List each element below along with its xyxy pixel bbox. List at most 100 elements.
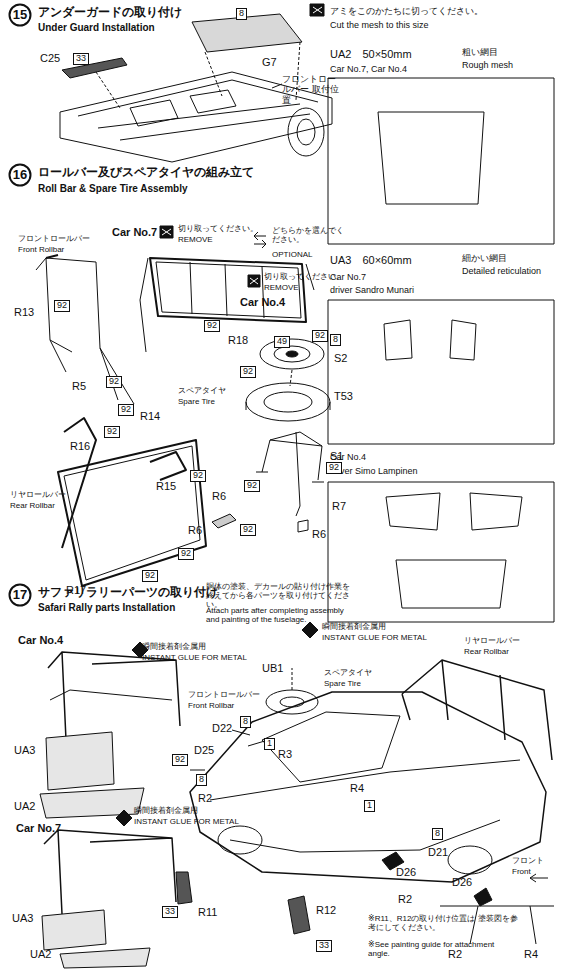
- part-number: UA3 60×60mm: [330, 254, 412, 267]
- heading: Car No.7: [112, 226, 157, 239]
- part-number: D22: [212, 722, 232, 735]
- paint-code: 92: [326, 462, 342, 474]
- note: どちらかを選んでください。: [272, 226, 344, 244]
- part-number: R6: [188, 524, 202, 537]
- note: フロントロールバー: [18, 234, 90, 243]
- part-number: C25: [40, 52, 60, 65]
- heading: Car No.4: [18, 634, 63, 647]
- note: 瞬間接着剤金属用: [322, 622, 386, 631]
- step-number: 17: [8, 583, 32, 607]
- part-number: D26: [396, 866, 416, 879]
- note: Spare Tire: [324, 679, 361, 688]
- paint-code: 92: [312, 330, 328, 342]
- paint-code: 92: [178, 548, 194, 560]
- part-number: R12: [316, 904, 336, 917]
- part-number: R6: [212, 490, 226, 503]
- mesh-templates: [310, 4, 554, 622]
- note: スペアタイヤ: [178, 386, 226, 395]
- part-number: R6: [312, 528, 326, 541]
- part-number: R15: [156, 480, 176, 493]
- paint-code: 1: [264, 738, 275, 750]
- part-number: R2: [398, 893, 412, 906]
- part-number: UA3: [12, 912, 33, 925]
- paint-code: 92: [172, 754, 188, 766]
- note: Cut the mesh to this size: [330, 20, 429, 30]
- paint-code: 92: [142, 570, 158, 582]
- part-number: R14: [140, 410, 160, 423]
- note: Car No.7, Car No.4: [330, 64, 407, 74]
- note: Rear Rollbar: [10, 501, 55, 510]
- heading: サファリラリーパーツの取り付け: [38, 586, 218, 600]
- paint-code: 92: [244, 480, 260, 492]
- part-number: R13: [14, 306, 34, 319]
- paint-code: 92: [190, 470, 206, 482]
- paint-code: 92: [106, 376, 122, 388]
- paint-code: 92: [240, 524, 256, 536]
- part-number: T53: [334, 390, 353, 403]
- part-number: S2: [334, 352, 347, 365]
- part-number: S1: [330, 450, 343, 463]
- heading: Car No.7: [16, 822, 61, 835]
- note: 切り取ってください。: [264, 272, 344, 281]
- part-number: UA2: [30, 948, 51, 961]
- paint-code: 8: [240, 716, 251, 728]
- heading: Under Guard Installation: [38, 22, 155, 34]
- heading: Roll Bar & Spare Tire Assembly: [38, 183, 188, 195]
- paint-code: 33: [73, 53, 89, 65]
- part-number: R16: [70, 440, 90, 453]
- note: Spare Tire: [178, 397, 215, 406]
- part-number: R3: [278, 748, 292, 761]
- heading: Car No.4: [240, 296, 285, 309]
- part-number: R5: [72, 380, 86, 393]
- note: Rear Rollbar: [464, 647, 509, 656]
- note: 切り取ってください。: [178, 224, 258, 233]
- note: 細かい網目: [462, 253, 507, 263]
- part-number: D25: [194, 744, 214, 757]
- paint-code: 92: [54, 300, 70, 312]
- part-number: D26: [452, 876, 472, 889]
- car-drawing: [40, 622, 554, 968]
- note: OPTIONAL: [272, 250, 312, 259]
- note: driver Simo Lampinen: [330, 466, 418, 476]
- part-number: UA3: [14, 744, 35, 757]
- heading: アンダーガードの取り付け: [38, 6, 182, 20]
- part-number: UA2 50×50mm: [330, 48, 412, 61]
- paint-code: 92: [240, 366, 256, 378]
- step-number-circle: 17: [8, 583, 32, 607]
- note: ※R11、R12の取り付け位置は 塗装図を参考にしてください。: [368, 914, 518, 932]
- note: Front Rollbar: [18, 245, 64, 254]
- note: フロントロールバー: [188, 690, 260, 699]
- note: INSTANT GLUE FOR METAL: [134, 817, 239, 826]
- note: Rough mesh: [462, 60, 513, 70]
- note: ※See painting guide for attachment angle…: [368, 940, 518, 958]
- part-number: R4: [524, 948, 538, 961]
- paint-code: 8: [196, 774, 207, 786]
- part-number: R2: [198, 792, 212, 805]
- paint-code: 92: [104, 426, 120, 438]
- part-number: R2: [448, 948, 462, 961]
- note: INSTANT GLUE FOR METAL: [322, 633, 427, 642]
- note: Front: [512, 867, 531, 876]
- note: Front Rollbar: [188, 701, 234, 710]
- paint-code: 92: [118, 404, 134, 416]
- note: スペアタイヤ: [324, 668, 372, 677]
- note: アミをこのかたちに切ってください。: [330, 6, 483, 16]
- paint-code: 92: [204, 320, 220, 332]
- part-number: R18: [228, 334, 248, 347]
- paint-code: 8: [236, 8, 247, 20]
- note: 瞬間接着剤金属用: [142, 642, 206, 651]
- note: リヤロールバー: [10, 490, 66, 499]
- note: フロント: [512, 856, 544, 865]
- paint-code: 8: [330, 334, 341, 346]
- paint-code: 49: [274, 336, 290, 348]
- step-number-circle: 16: [8, 163, 32, 187]
- note: INSTANT GLUE FOR METAL: [142, 653, 247, 662]
- note: 粗い網目: [462, 47, 498, 57]
- part-number: G7: [262, 56, 277, 69]
- paint-code: 8: [432, 828, 443, 840]
- part-number: UB1: [262, 662, 283, 675]
- part-number: R11: [198, 906, 217, 919]
- part-number: R7: [332, 500, 346, 513]
- note: 瞬間接着剤金属用: [134, 806, 198, 815]
